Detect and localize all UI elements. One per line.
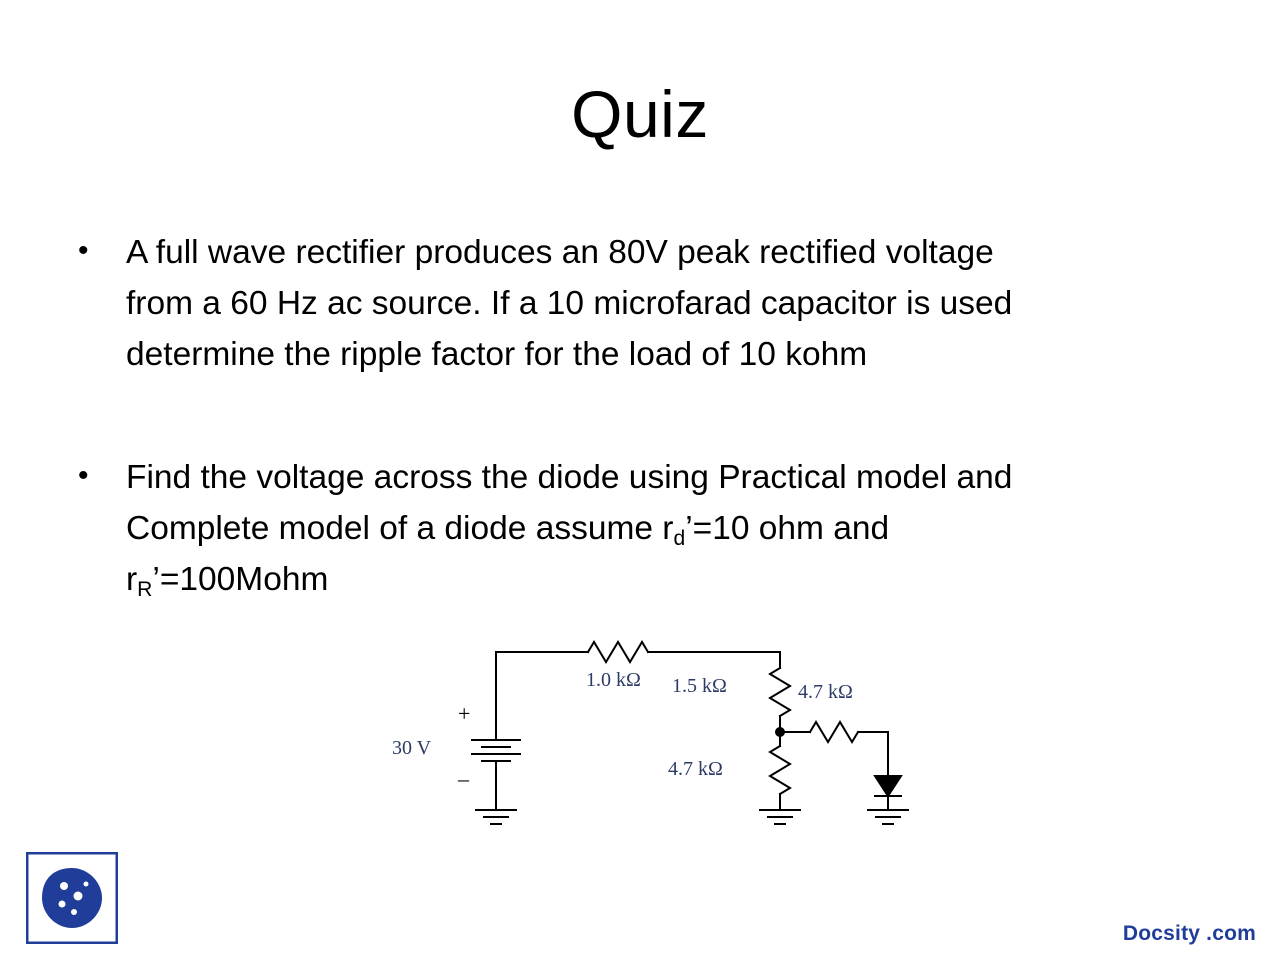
footer-brand: Docsity .com xyxy=(1122,922,1256,945)
bullet-line: Find the voltage across the diode using … xyxy=(126,458,1013,496)
bullet-marker: • xyxy=(78,234,89,267)
label-r3: 4.7 kΩ xyxy=(798,681,853,703)
bullet-list: • A full wave rectifier produces an 80V … xyxy=(70,228,1190,677)
junction-node xyxy=(775,727,785,737)
subscript-d: d xyxy=(673,526,686,550)
circuit-diagram: 30 V + – 1.0 kΩ 1.5 kΩ 4.7 kΩ 4.7 kΩ xyxy=(380,620,940,850)
bullet-text: Complete model of a diode assume r xyxy=(126,509,674,547)
bullet-line: Complete model of a diode assume rd’=10 … xyxy=(126,504,1190,555)
list-item: • A full wave rectifier produces an 80V … xyxy=(70,228,1190,381)
label-minus: – xyxy=(457,766,470,791)
label-r4: 4.7 kΩ xyxy=(668,758,723,780)
bullet-marker: • xyxy=(78,458,89,492)
docsity-logo xyxy=(25,851,119,945)
bullet-line: determine the ripple factor for the load… xyxy=(126,335,868,373)
label-plus: + xyxy=(458,701,470,726)
label-r1: 1.0 kΩ xyxy=(586,669,641,691)
list-item: • Find the voltage across the diode usin… xyxy=(70,453,1190,606)
bullet-text: ’=10 ohm and xyxy=(685,509,890,547)
bullet-text: ’=100Mohm xyxy=(152,560,329,598)
bullet-line: from a 60 Hz ac source. If a 10 microfar… xyxy=(126,284,1013,322)
bullet-line: A full wave rectifier produces an 80V pe… xyxy=(126,234,994,271)
bullet-line: rR’=100Mohm xyxy=(126,555,1190,606)
page-title: Quiz xyxy=(571,77,709,151)
subscript-r: R xyxy=(137,577,153,601)
label-source: 30 V xyxy=(392,737,432,759)
bullet-text: r xyxy=(126,560,138,598)
label-r2: 1.5 kΩ xyxy=(672,675,727,697)
